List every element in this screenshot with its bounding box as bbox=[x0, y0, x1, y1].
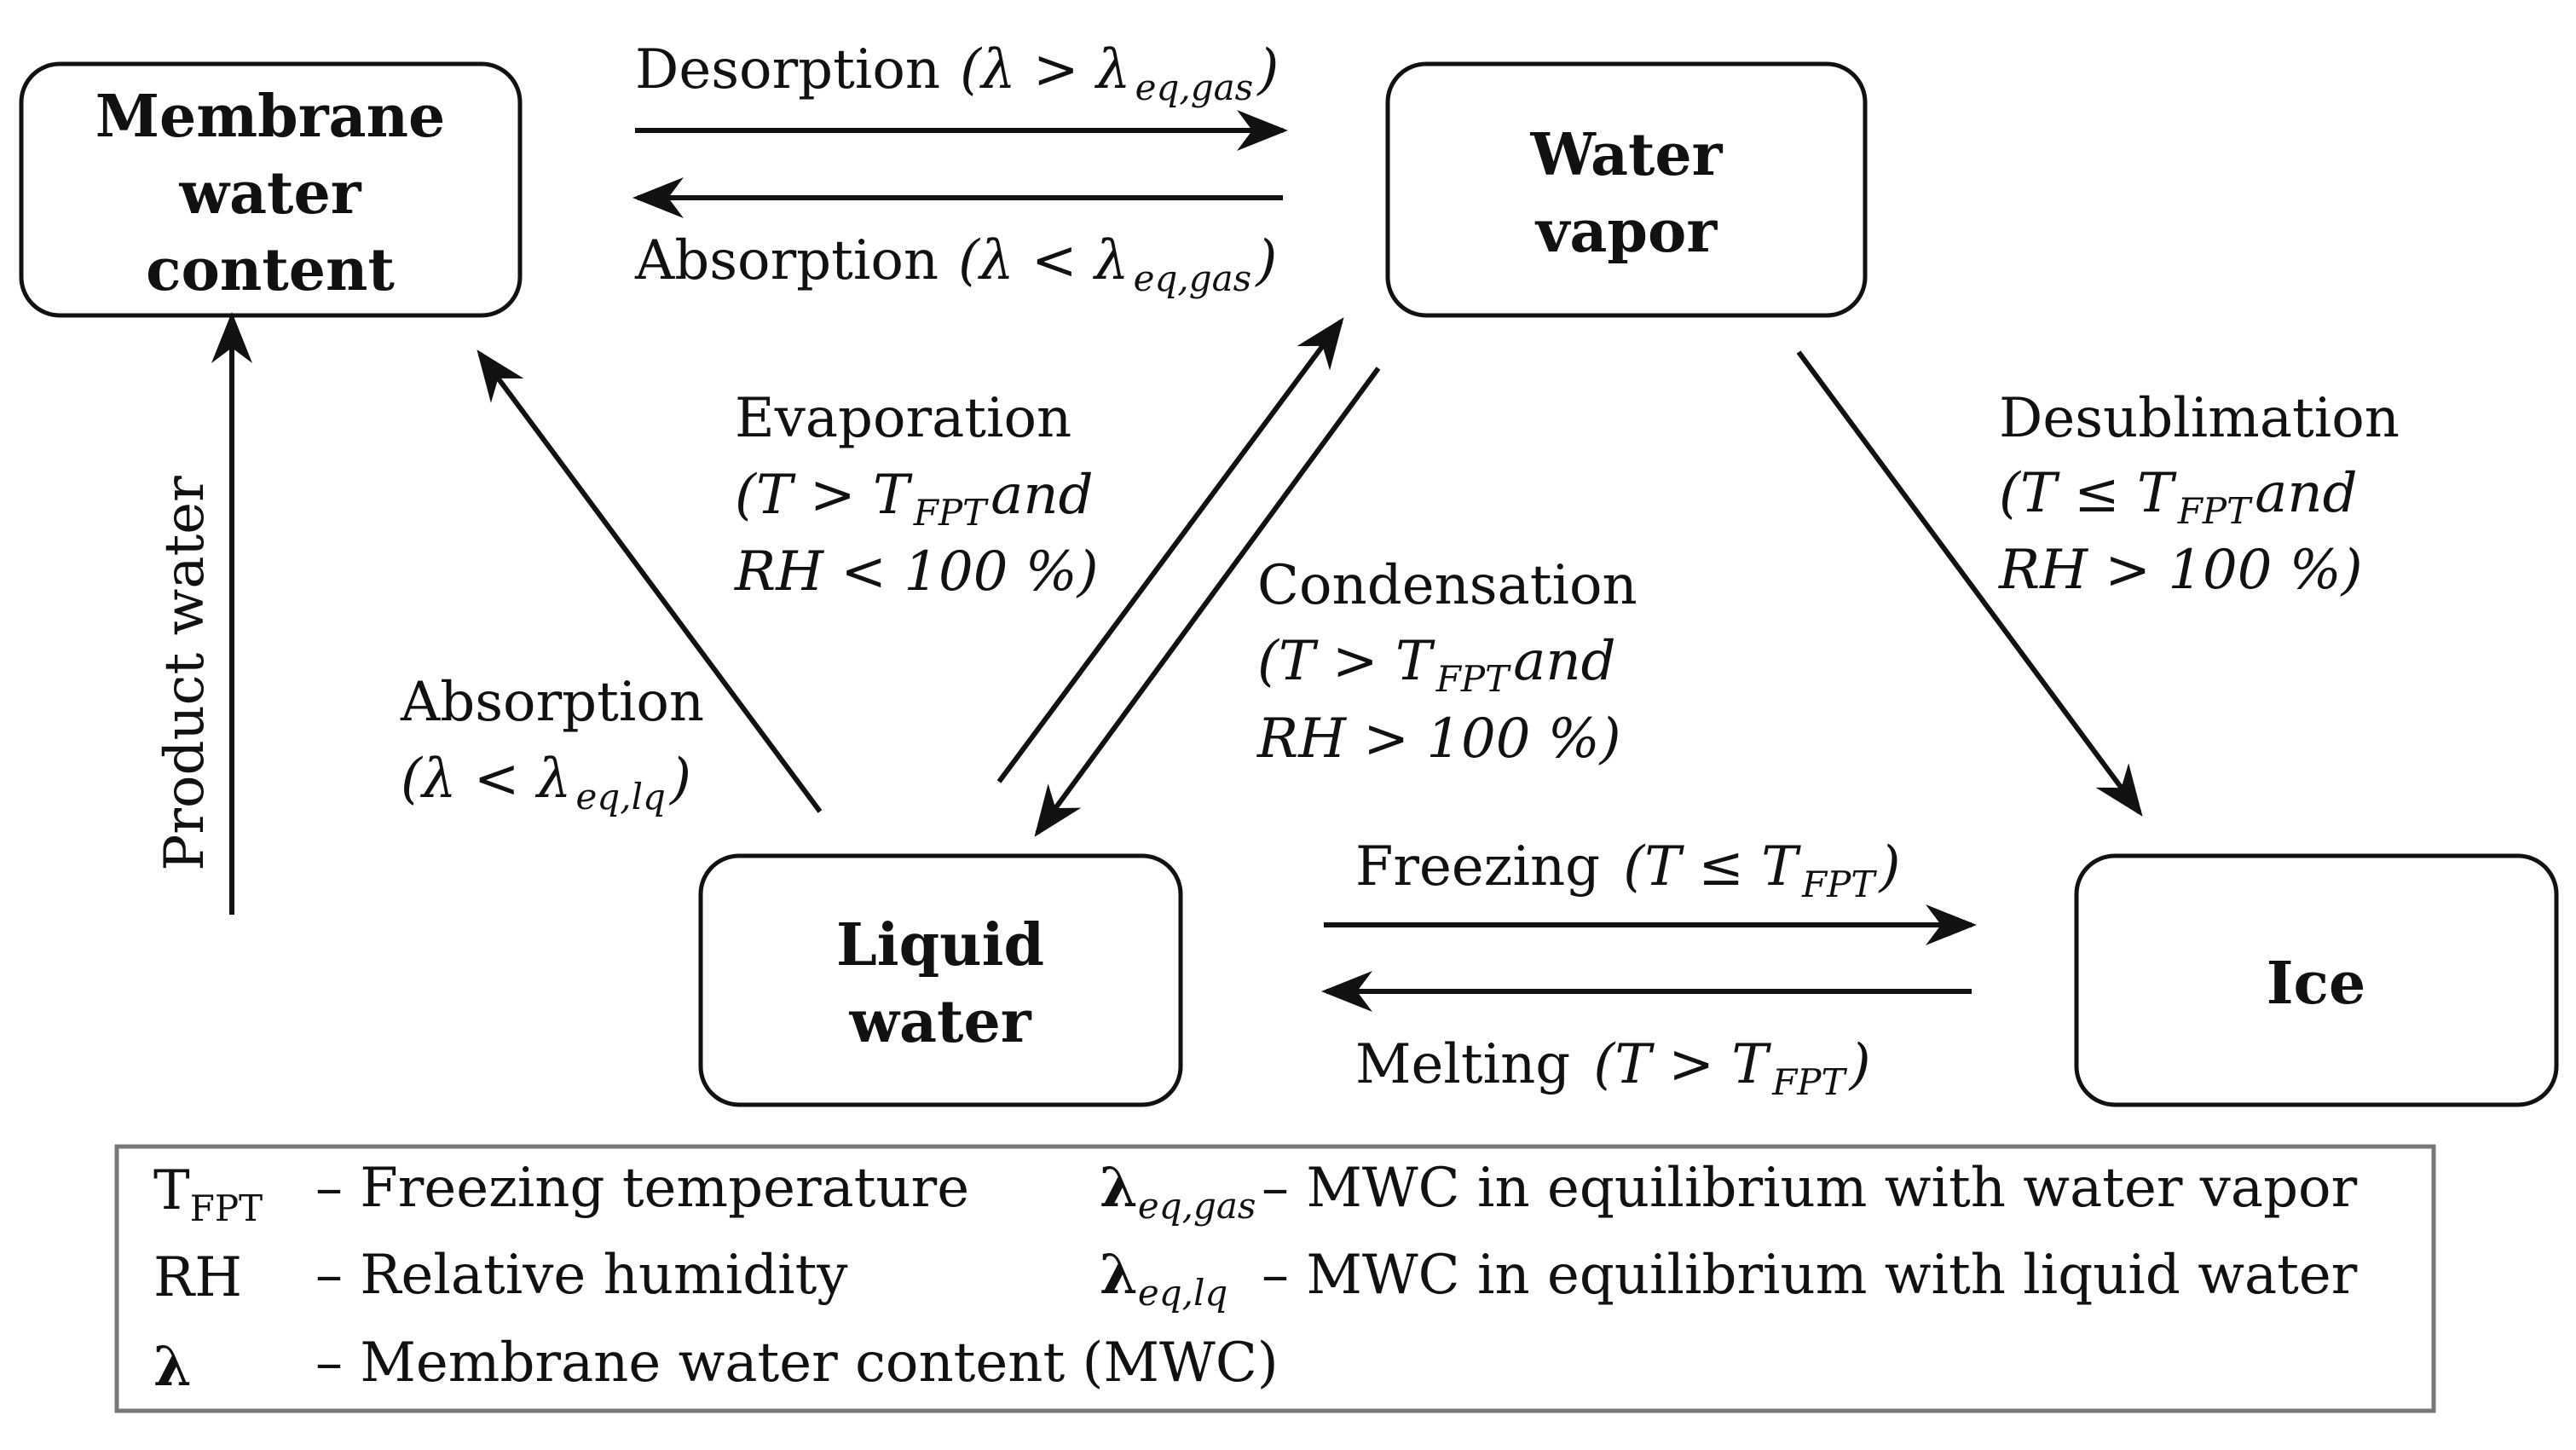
node-membrane-water-content: Membrane water content bbox=[19, 61, 523, 318]
node-label-line: water bbox=[848, 988, 1031, 1056]
legend-description: – MWC in equilibrium with water vapor bbox=[1262, 1157, 2358, 1220]
label-evaporation: Evaporation (T > T FPT and RH < 100 %) bbox=[734, 387, 1099, 604]
node-liquid-water: Liquid water bbox=[698, 853, 1183, 1107]
evaporation-name: Evaporation bbox=[735, 387, 1071, 450]
legend-symbol: λeq,gas bbox=[1100, 1156, 1256, 1227]
arrow-desublimation bbox=[1796, 350, 2143, 817]
label-absorption-liquid: Absorption (λ < λ eq,lq ) bbox=[400, 671, 704, 817]
evaporation-condition-2: RH < 100 %) bbox=[734, 540, 1099, 604]
absorption-liquid-condition: (λ < λ eq,lq ) bbox=[401, 748, 691, 817]
node-water-vapor: Water vapor bbox=[1385, 61, 1868, 318]
desublimation-name: Desublimation bbox=[1999, 387, 2400, 450]
legend-symbol: TFPT bbox=[153, 1159, 263, 1229]
absorption-liquid-name: Absorption bbox=[400, 671, 704, 734]
condensation-condition-2: RH > 100 %) bbox=[1256, 708, 1621, 771]
condensation-condition-1: (T > T FPT and bbox=[1257, 630, 1616, 700]
desublimation-condition-1: (T ≤ T FPT and bbox=[1999, 462, 2358, 532]
evaporation-condition-1: (T > T FPT and bbox=[735, 464, 1094, 534]
node-label-line: Liquid bbox=[836, 911, 1044, 979]
legend: TFPT – Freezing temperature λeq,gas – MW… bbox=[114, 1144, 2436, 1413]
condensation-name: Condensation bbox=[1257, 554, 1637, 617]
node-label-line: Water bbox=[1529, 121, 1723, 189]
node-label-line: vapor bbox=[1534, 198, 1718, 266]
label-desorption: Desorption (λ > λ eq,gas ) bbox=[635, 38, 1279, 108]
legend-description: – Freezing temperature bbox=[315, 1157, 969, 1220]
legend-symbol: RH bbox=[153, 1246, 242, 1309]
node-label-line: water bbox=[178, 159, 361, 228]
label-freezing: Freezing (T ≤ T FPT ) bbox=[1355, 835, 1900, 905]
arrow-condensation bbox=[1034, 367, 1381, 837]
arrow-evaporation bbox=[996, 317, 1344, 783]
legend-symbol: λeq,lq bbox=[1100, 1243, 1227, 1314]
arrow-absorption-liquid bbox=[477, 350, 823, 813]
label-desublimation: Desublimation (T ≤ T FPT and RH > 100 %) bbox=[1998, 387, 2400, 602]
node-label-line: Ice bbox=[2267, 950, 2365, 1018]
node-label-line: Membrane bbox=[95, 83, 446, 151]
legend-description: – Membrane water content (MWC) bbox=[315, 1332, 1279, 1395]
node-ice: Ice bbox=[2074, 853, 2559, 1107]
label-product-water: Product water bbox=[153, 476, 217, 871]
label-condensation: Condensation (T > T FPT and RH > 100 %) bbox=[1256, 554, 1637, 771]
legend-description: – Relative humidity bbox=[315, 1244, 848, 1307]
label-absorption-gas: Absorption (λ < λ eq,gas ) bbox=[634, 229, 1277, 299]
node-label-line: content bbox=[146, 236, 395, 304]
desublimation-condition-2: RH > 100 %) bbox=[1998, 539, 2363, 602]
legend-description: – MWC in equilibrium with liquid water bbox=[1262, 1244, 2358, 1307]
legend-symbol: λ bbox=[153, 1335, 192, 1399]
label-melting: Melting (T > T FPT ) bbox=[1355, 1033, 1871, 1103]
